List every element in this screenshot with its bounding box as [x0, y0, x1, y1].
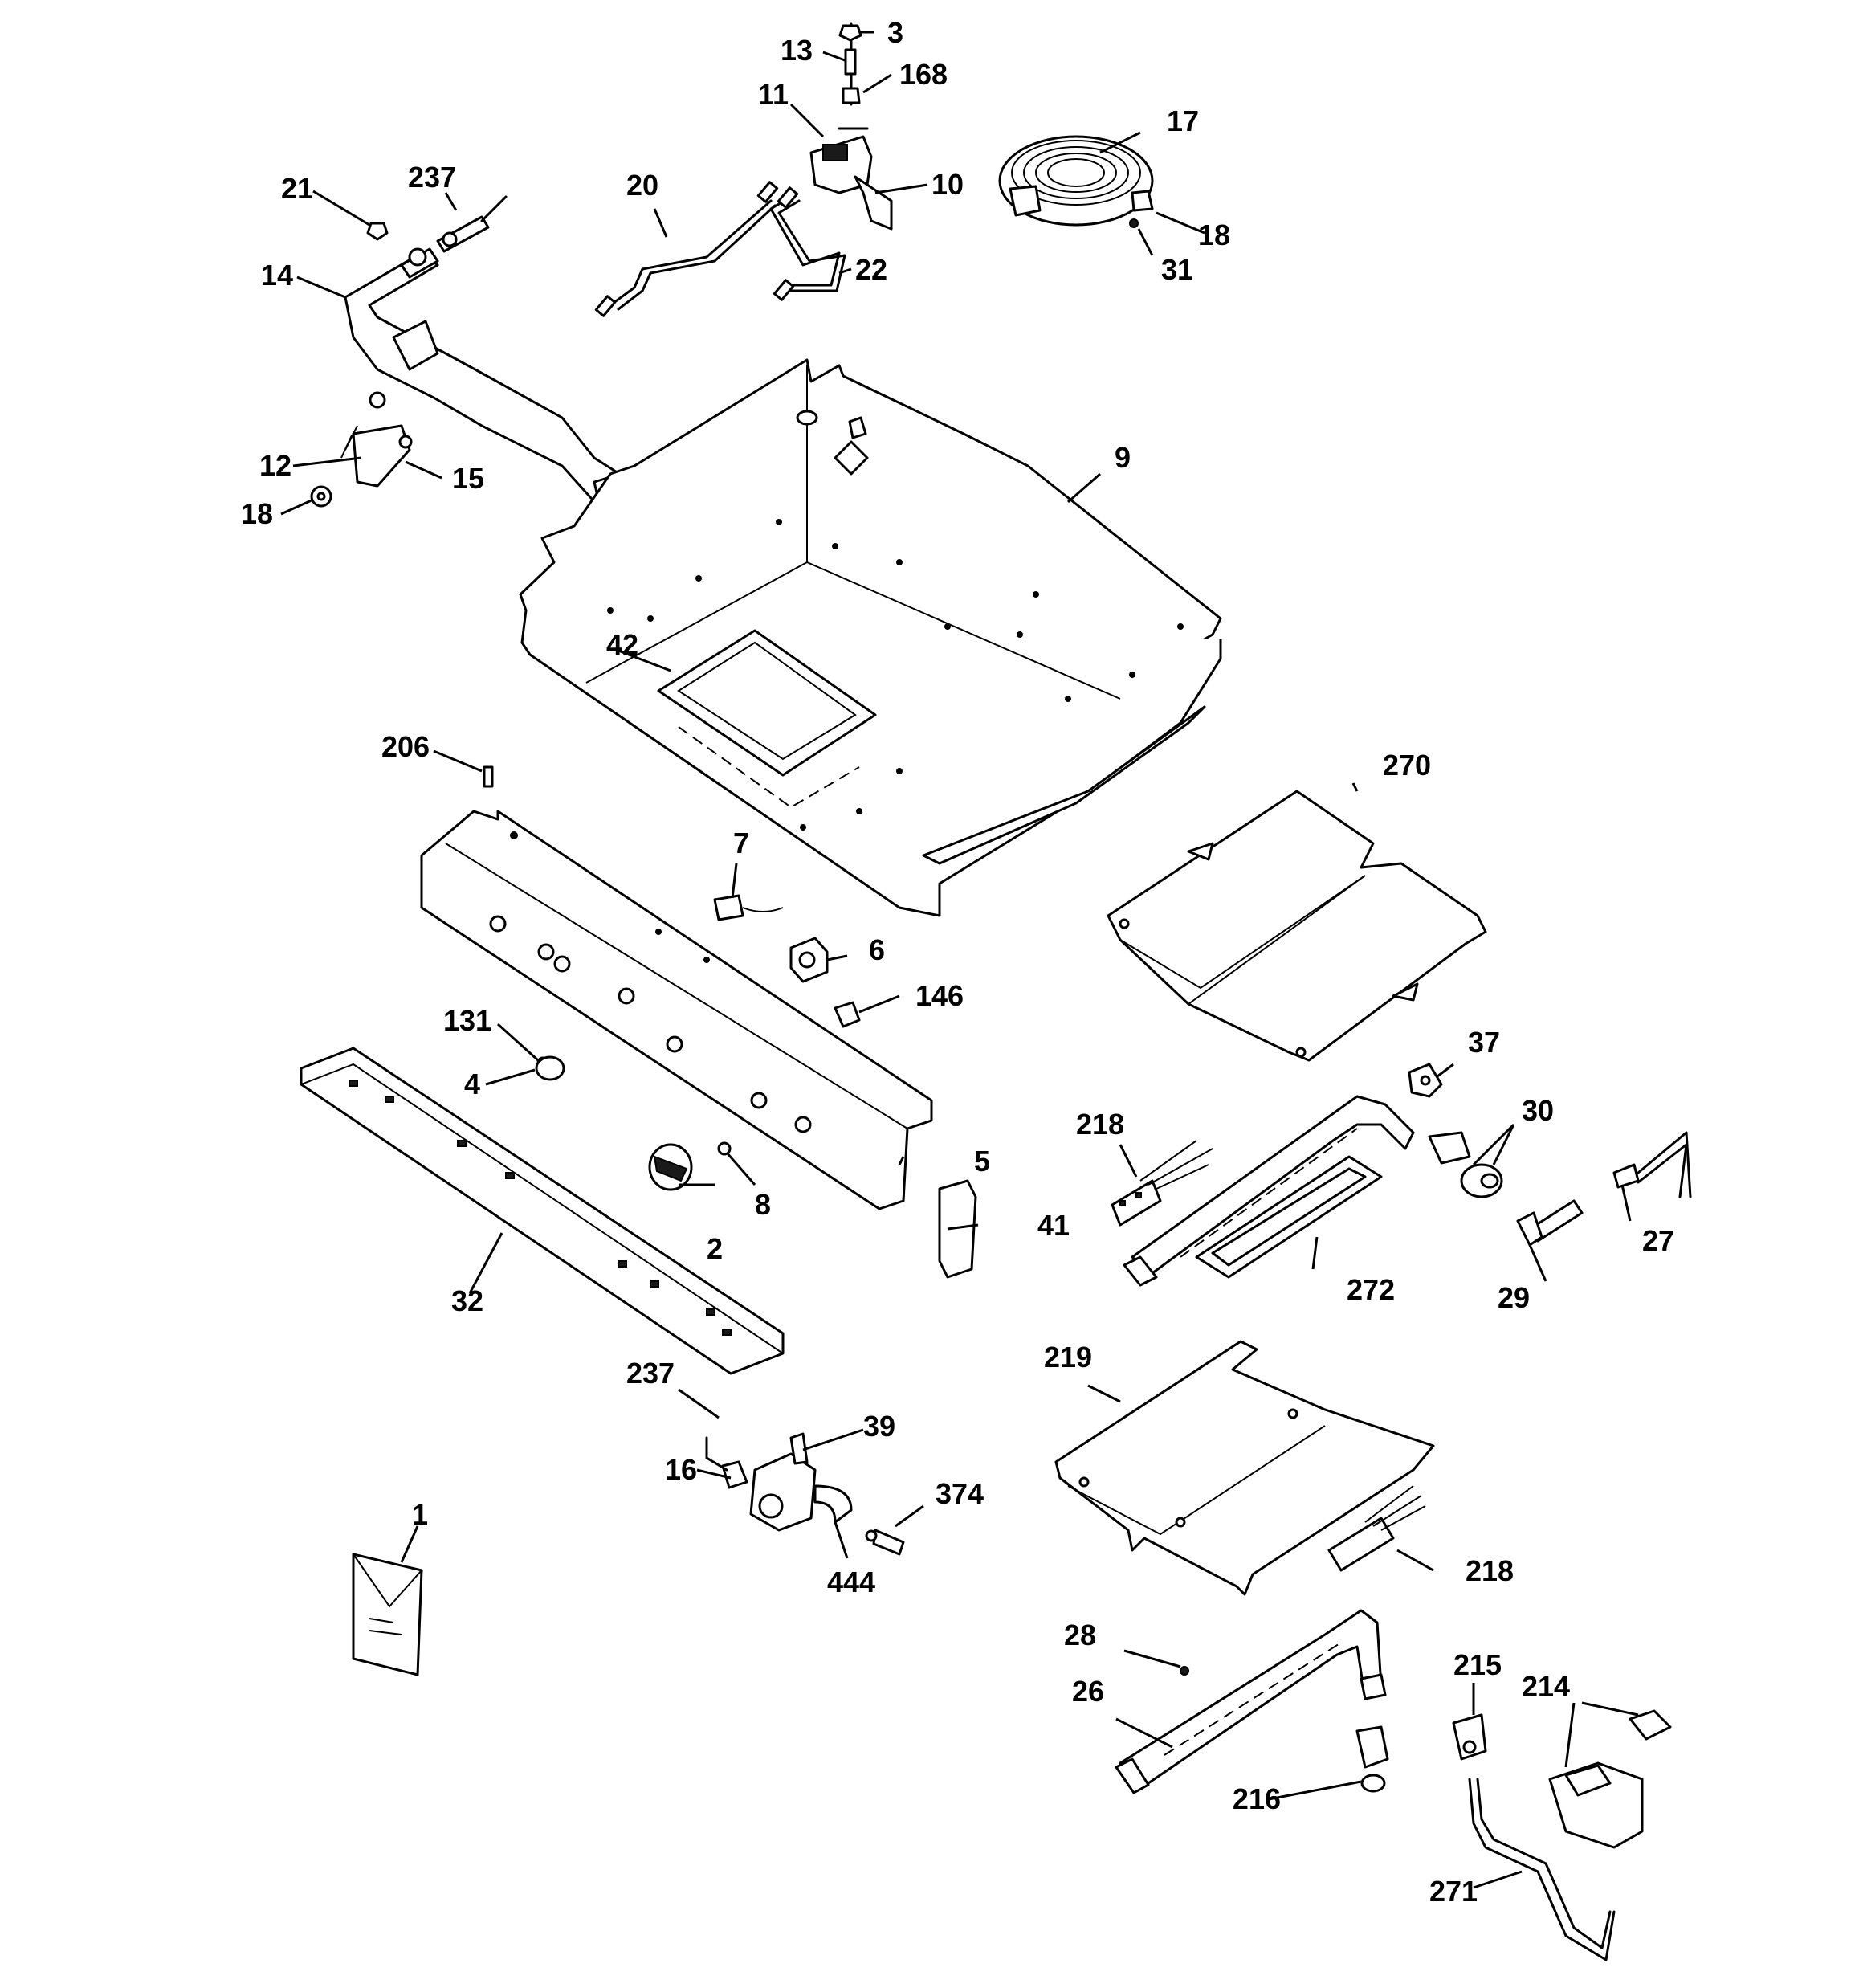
callout-5: 5	[974, 1145, 990, 1178]
part-237-fitting-top	[436, 195, 508, 253]
part-4-knob-small	[535, 1055, 565, 1081]
callout-4: 4	[464, 1067, 480, 1100]
part-8-screw	[717, 1141, 732, 1156]
part-42-vent-cover	[657, 629, 877, 809]
callout-9: 9	[1115, 441, 1131, 474]
part-272-baffle	[1195, 1155, 1383, 1279]
callout-6: 6	[869, 933, 885, 966]
callout-271: 271	[1429, 1875, 1478, 1908]
part-374-orifice	[865, 1529, 905, 1556]
part-168-fitting	[842, 87, 861, 104]
callout-146: 146	[915, 979, 964, 1012]
callout-labels: 3 13 168 11 10 20 22 17 18 31 21 237 14 …	[241, 16, 1674, 1908]
part-31-screw	[1129, 218, 1139, 228]
callout-218-lower: 218	[1466, 1554, 1514, 1587]
callout-237-bottom: 237	[626, 1357, 675, 1390]
part-burner-upper	[1123, 1095, 1471, 1287]
callout-27: 27	[1642, 1224, 1674, 1257]
part-22-tube	[769, 186, 846, 301]
part-15-valve-bracket	[340, 391, 413, 488]
callout-29: 29	[1498, 1281, 1530, 1314]
callout-30: 30	[1522, 1094, 1554, 1127]
callout-16: 16	[665, 1453, 697, 1486]
callout-270: 270	[1383, 749, 1431, 782]
part-271-tube	[1468, 1778, 1616, 1961]
part-20-tube	[594, 181, 779, 317]
callout-22: 22	[855, 253, 887, 286]
callout-216: 216	[1233, 1782, 1281, 1815]
callout-1: 1	[412, 1498, 428, 1531]
part-1-literature-envelope	[352, 1553, 423, 1676]
callout-21: 21	[281, 172, 313, 205]
callout-444: 444	[827, 1565, 875, 1598]
part-39-valve	[749, 1432, 853, 1532]
part-27-tube	[1612, 1131, 1692, 1198]
part-41-end-cap	[938, 1179, 977, 1279]
part-18-washer-left	[310, 485, 332, 508]
callout-14: 14	[261, 259, 293, 292]
part-2-knob	[648, 1143, 693, 1191]
part-215-bracket	[1452, 1713, 1487, 1761]
callout-2: 2	[707, 1232, 723, 1265]
callout-3: 3	[887, 16, 903, 49]
part-5-control-panel	[420, 810, 933, 1210]
part-218-igniter-upper	[1111, 1140, 1213, 1227]
callout-218-upper: 218	[1076, 1108, 1124, 1141]
callout-11: 11	[758, 78, 789, 111]
callout-10: 10	[932, 168, 964, 201]
callout-18-left: 18	[241, 497, 273, 530]
part-218-igniter-lower	[1327, 1485, 1426, 1572]
callout-131: 131	[443, 1004, 491, 1037]
part-146-lens	[834, 1001, 861, 1028]
callout-7: 7	[733, 827, 749, 859]
part-37-bracket	[1408, 1063, 1443, 1098]
part-29-orifice	[1516, 1199, 1584, 1247]
callout-26: 26	[1072, 1675, 1104, 1708]
callout-8: 8	[755, 1188, 771, 1221]
part-30-collar	[1460, 1163, 1503, 1198]
callout-17: 17	[1167, 104, 1199, 137]
callout-32: 32	[451, 1284, 483, 1317]
callout-28: 28	[1064, 1619, 1096, 1651]
part-206-screw	[483, 765, 494, 788]
part-216-collar	[1355, 1725, 1389, 1793]
callout-41: 41	[1037, 1209, 1070, 1242]
part-219-lower-shield	[1054, 1340, 1435, 1596]
part-21-screw	[366, 222, 389, 241]
part-17-radiant-element	[998, 135, 1154, 227]
callout-37: 37	[1468, 1026, 1500, 1059]
callout-13: 13	[781, 34, 813, 67]
callout-219: 219	[1044, 1341, 1092, 1374]
callout-214: 214	[1522, 1670, 1570, 1703]
part-26-lower-burner	[1115, 1609, 1387, 1794]
part-214-valve	[1548, 1709, 1672, 1849]
part-28-screw	[1180, 1666, 1189, 1676]
callout-272: 272	[1347, 1273, 1395, 1306]
part-6-switch	[789, 937, 829, 983]
part-32-trim-strip	[300, 1047, 785, 1375]
callout-18-top: 18	[1198, 218, 1230, 251]
callout-20: 20	[626, 169, 658, 202]
callout-31: 31	[1161, 253, 1193, 286]
callout-206: 206	[381, 730, 430, 763]
callout-168: 168	[899, 58, 948, 91]
callout-42: 42	[606, 628, 638, 661]
callout-215: 215	[1453, 1648, 1502, 1681]
callout-237-top: 237	[408, 161, 456, 194]
part-3-nut	[838, 24, 862, 42]
part-270-heat-shield	[1107, 790, 1487, 1062]
callout-15: 15	[452, 462, 484, 495]
part-16-tube	[705, 1436, 748, 1489]
part-13-pin	[844, 48, 857, 76]
leader-lines	[280, 31, 1639, 1889]
callout-12: 12	[259, 449, 291, 482]
callout-39: 39	[863, 1410, 895, 1443]
callout-374: 374	[936, 1477, 984, 1510]
part-7-switch	[713, 894, 784, 921]
